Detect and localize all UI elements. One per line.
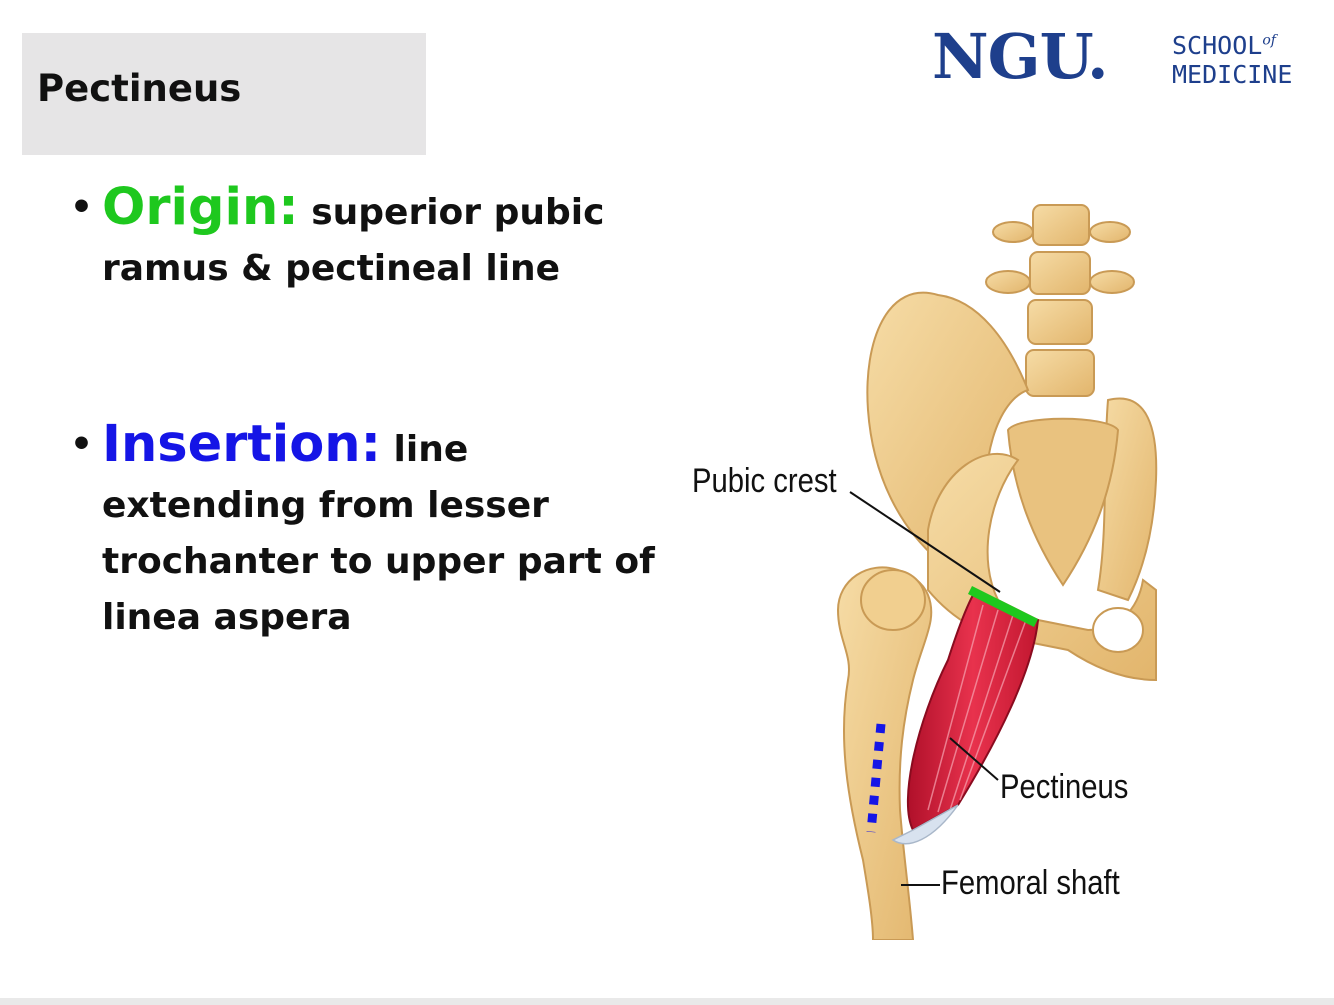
slide-title-box: Pectineus (22, 33, 426, 155)
bullet-dot: • (70, 424, 94, 465)
origin-marker (967, 585, 1039, 628)
insertion-term: Insertion: (102, 415, 381, 474)
bullet-dot: • (70, 187, 94, 228)
pectineus-leader (949, 737, 999, 781)
bullet-insertion: •Insertion: line extending from lesser t… (70, 417, 670, 646)
origin-description: superior pubic ramus & pectineal line (102, 192, 605, 289)
slide-title: Pectineus (37, 67, 242, 110)
tendon (891, 804, 959, 845)
logo-of-word: of (1262, 32, 1276, 49)
lumbar-vertebrae (985, 204, 1135, 397)
bullet-list: •Origin: superior pubic ramus & pectinea… (70, 180, 670, 646)
logo-school-text: SCHOOLof (1172, 33, 1276, 58)
bottom-rule (0, 998, 1334, 1005)
logo-school-word: SCHOOL (1172, 31, 1263, 60)
sacrum (1006, 417, 1120, 587)
logo-medicine-text: MEDICINE (1172, 60, 1293, 89)
pelvis-pectineus-illustration: Pubic crest Pectineus Femoral shaft (688, 200, 1158, 941)
insertion-description: line extending from lesser trochanter to… (102, 429, 655, 638)
pectineus-muscle (906, 593, 1040, 832)
origin-term: Origin: (102, 178, 299, 237)
ngu-school-of-medicine-logo: NGU. SCHOOLof MEDICINE (932, 26, 1304, 92)
femoral-shaft-label: Femoral shaft (941, 864, 1120, 902)
insertion-marker (866, 723, 886, 833)
pubic-crest-leader (849, 491, 1001, 593)
pelvis-diagram-svg (836, 204, 1158, 941)
logo-mark: NGU. (932, 20, 1109, 93)
pubic-crest-label: Pubic crest (692, 462, 837, 500)
pectineus-label: Pectineus (1000, 768, 1129, 806)
muscle-fibers (927, 604, 1027, 813)
bullet-origin: •Origin: superior pubic ramus & pectinea… (70, 180, 670, 297)
